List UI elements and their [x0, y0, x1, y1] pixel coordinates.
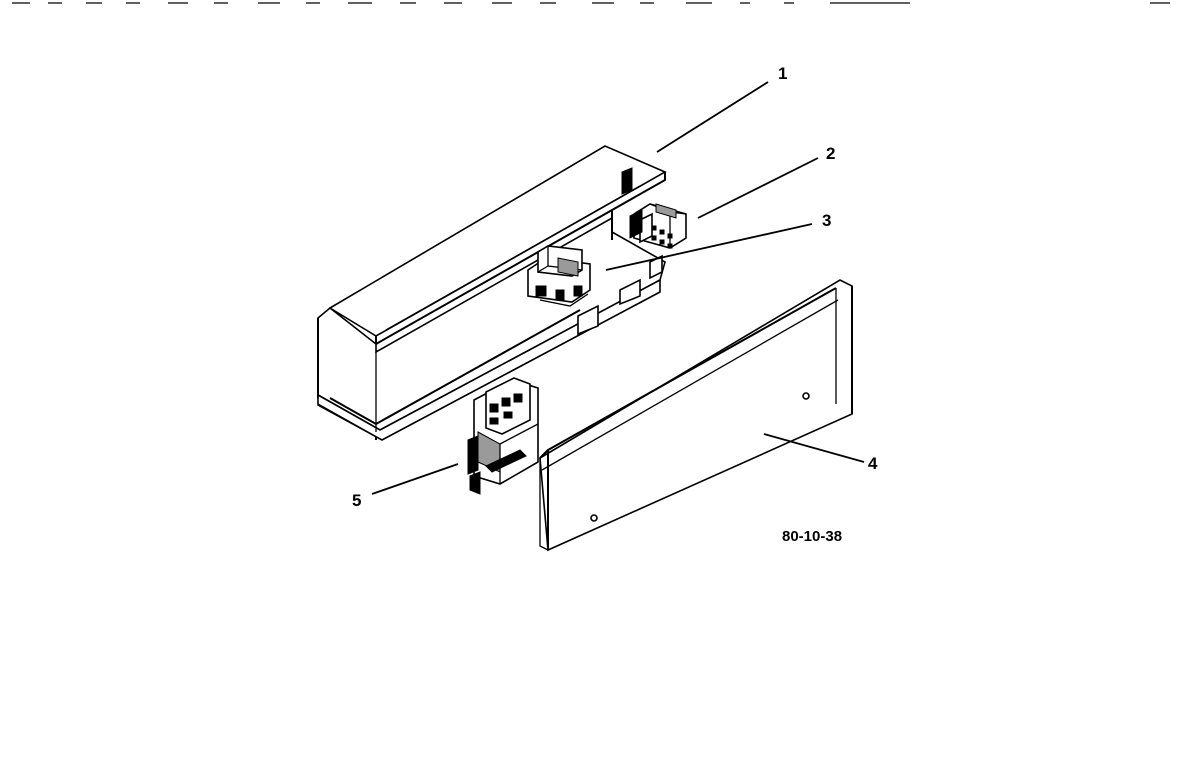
callout-5: 5: [352, 491, 361, 510]
relay-module: [467, 377, 539, 495]
leader-1: [656, 81, 769, 153]
transformer: [527, 245, 591, 307]
cover-panel: [539, 279, 853, 552]
callout-2: 2: [826, 144, 835, 163]
terminal-block: [629, 203, 687, 249]
leader-3: [605, 223, 813, 271]
leader-5: [371, 463, 459, 495]
callout-1: 1: [778, 64, 787, 83]
drawing-id: 80-10-38: [782, 528, 842, 545]
leader-lines: [371, 81, 865, 495]
leader-2: [697, 157, 819, 219]
leader-4: [763, 433, 865, 463]
callout-3: 3: [822, 211, 831, 230]
callout-4: 4: [868, 454, 878, 473]
